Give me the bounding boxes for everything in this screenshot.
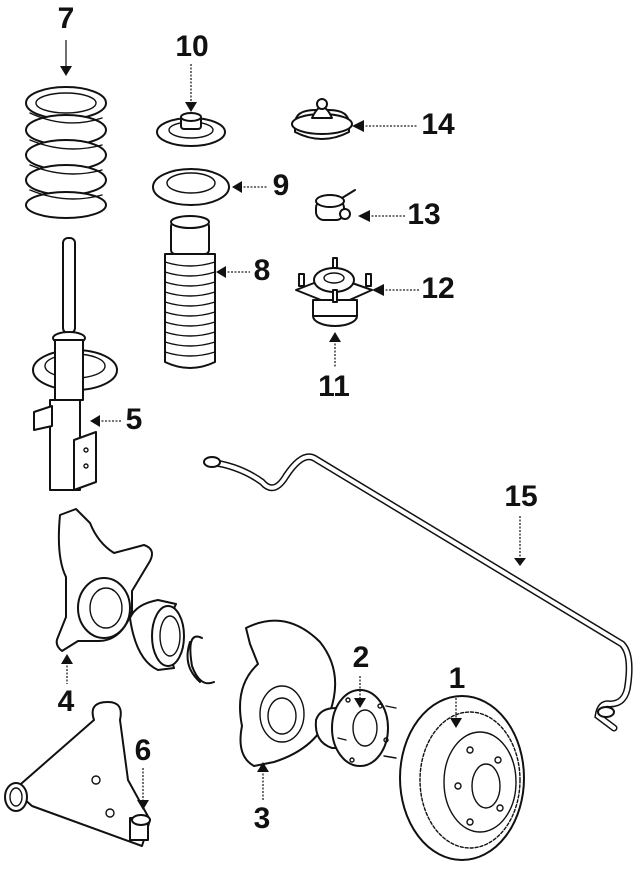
strut-mount-cover-part[interactable]	[291, 98, 353, 140]
wheel-bearing-part[interactable]	[129, 599, 215, 685]
control-arm-part[interactable]	[4, 701, 151, 847]
callout-15[interactable]: 15	[504, 480, 537, 513]
spring-insulator-part[interactable]	[152, 168, 230, 206]
wheel-hub-part[interactable]	[314, 689, 397, 767]
strut-mount-part[interactable]	[295, 257, 373, 327]
stabilizer-bar-part[interactable]	[203, 453, 633, 732]
ball-joint-part[interactable]	[131, 814, 151, 826]
brake-rotor-part[interactable]	[399, 695, 525, 861]
callout-7[interactable]: 7	[58, 2, 75, 35]
upper-spring-seat-part[interactable]	[156, 112, 226, 147]
callout-5[interactable]: 5	[126, 403, 143, 436]
callout-3[interactable]: 3	[254, 802, 271, 835]
callout-14[interactable]: 14	[421, 108, 455, 141]
callout-6[interactable]: 6	[135, 734, 152, 767]
coil-spring-part[interactable]	[25, 86, 107, 219]
callout-10[interactable]: 10	[175, 30, 208, 63]
callout-11[interactable]: 11	[318, 370, 350, 403]
splash-shield-part[interactable]	[239, 619, 337, 767]
callout-4[interactable]: 4	[58, 685, 75, 718]
callout-8[interactable]: 8	[254, 254, 271, 287]
steering-knuckle-part[interactable]	[55, 508, 153, 652]
bearing-part[interactable]	[315, 189, 356, 221]
callout-12[interactable]: 12	[421, 272, 454, 305]
strut-assembly-part[interactable]	[32, 237, 118, 491]
callout-13[interactable]: 13	[407, 198, 440, 231]
callout-9[interactable]: 9	[273, 169, 290, 202]
dust-boot-part[interactable]	[164, 215, 216, 369]
callout-1[interactable]: 1	[449, 662, 466, 695]
callout-2[interactable]: 2	[353, 641, 370, 674]
